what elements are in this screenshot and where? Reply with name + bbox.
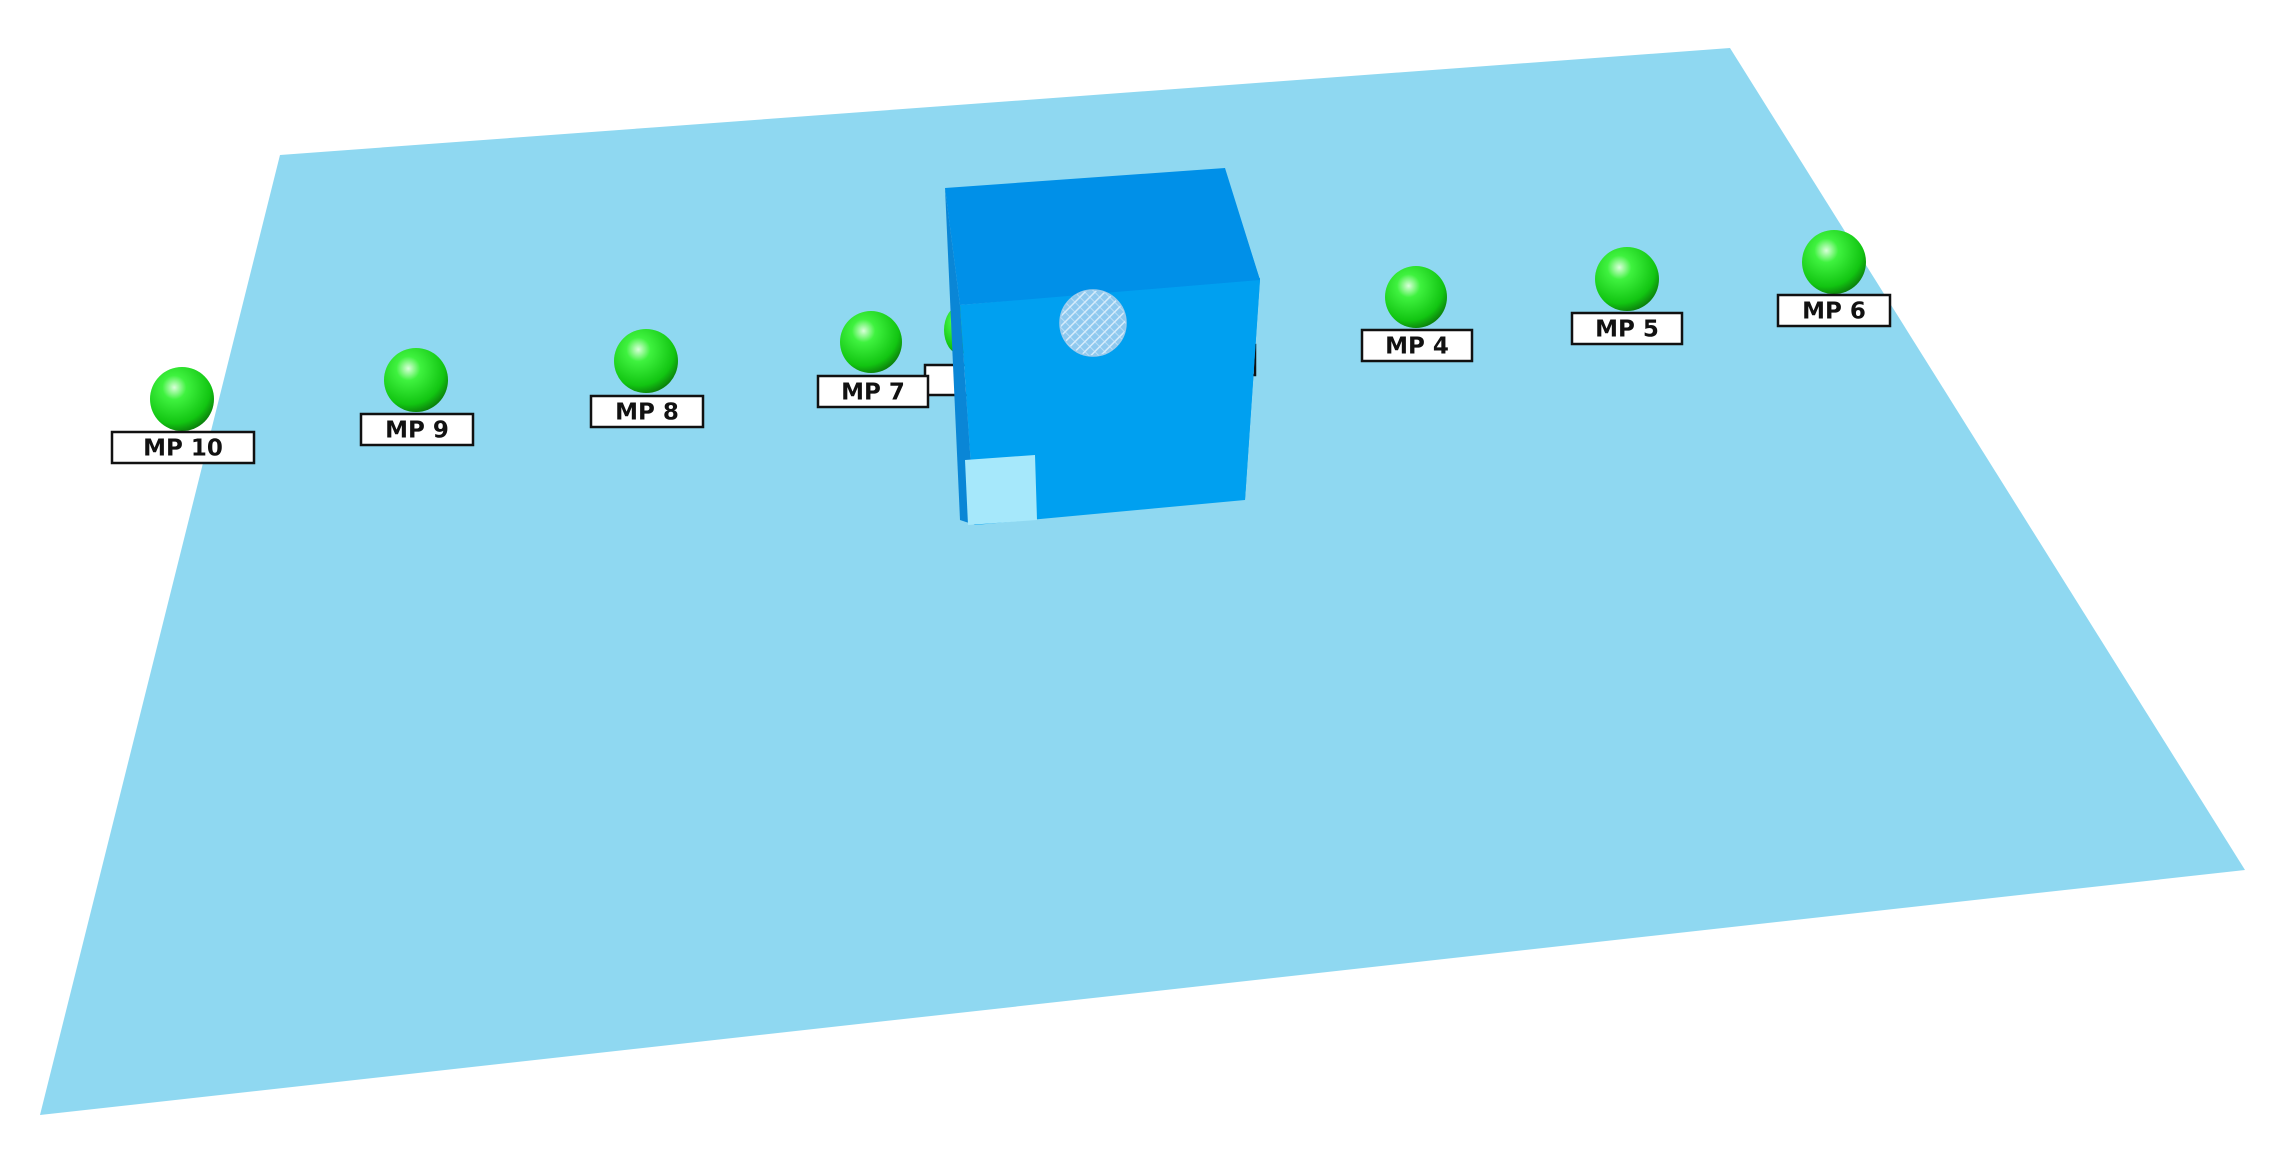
mp-label: MP 8 (615, 400, 679, 426)
mp-label: MP 9 (385, 418, 449, 444)
mp-label-box (359, 412, 475, 447)
sphere-icon (1802, 230, 1866, 294)
source-box (945, 168, 1260, 525)
box-window (965, 455, 1037, 525)
box-left-face (945, 188, 975, 525)
mp-label-box (1776, 293, 1892, 328)
measurement-point: MP 5 (1570, 247, 1684, 346)
sphere-icon (840, 311, 902, 373)
mp-label: MP 10 (143, 436, 223, 462)
measurement-point: MP 4 (1360, 266, 1474, 363)
mp-label: MP 7 (841, 380, 905, 406)
source-icon-overlay (1060, 290, 1126, 356)
measurement-point: MP 9 (359, 348, 475, 447)
sphere-icon (1385, 266, 1447, 328)
box-top-face (945, 168, 1260, 305)
measurement-point: MP 10 (110, 367, 256, 465)
mp-label-box (589, 394, 705, 429)
mp-label: MP 6 (1802, 299, 1866, 325)
measurement-point: MP 8 (589, 329, 705, 429)
mp-label: MP 4 (1385, 334, 1449, 360)
floor-plane (40, 48, 2245, 1115)
mp-label: MP 5 (1595, 317, 1659, 343)
mp-label-box (1360, 328, 1474, 363)
mp-label-box (1570, 311, 1684, 346)
measurement-point: MP 6 (1776, 230, 1892, 328)
measurement-points-front: MP 10 MP 9 MP 8 MP 7 MP 4 MP 5 MP 6 (110, 230, 1892, 465)
sphere-icon (614, 329, 678, 393)
mp-label-box (110, 430, 256, 465)
measurement-point: MP 7 (816, 311, 930, 409)
sphere-icon (384, 348, 448, 412)
mp-label-box (816, 374, 930, 409)
sphere-icon (150, 367, 214, 431)
sphere-icon (1595, 247, 1659, 311)
